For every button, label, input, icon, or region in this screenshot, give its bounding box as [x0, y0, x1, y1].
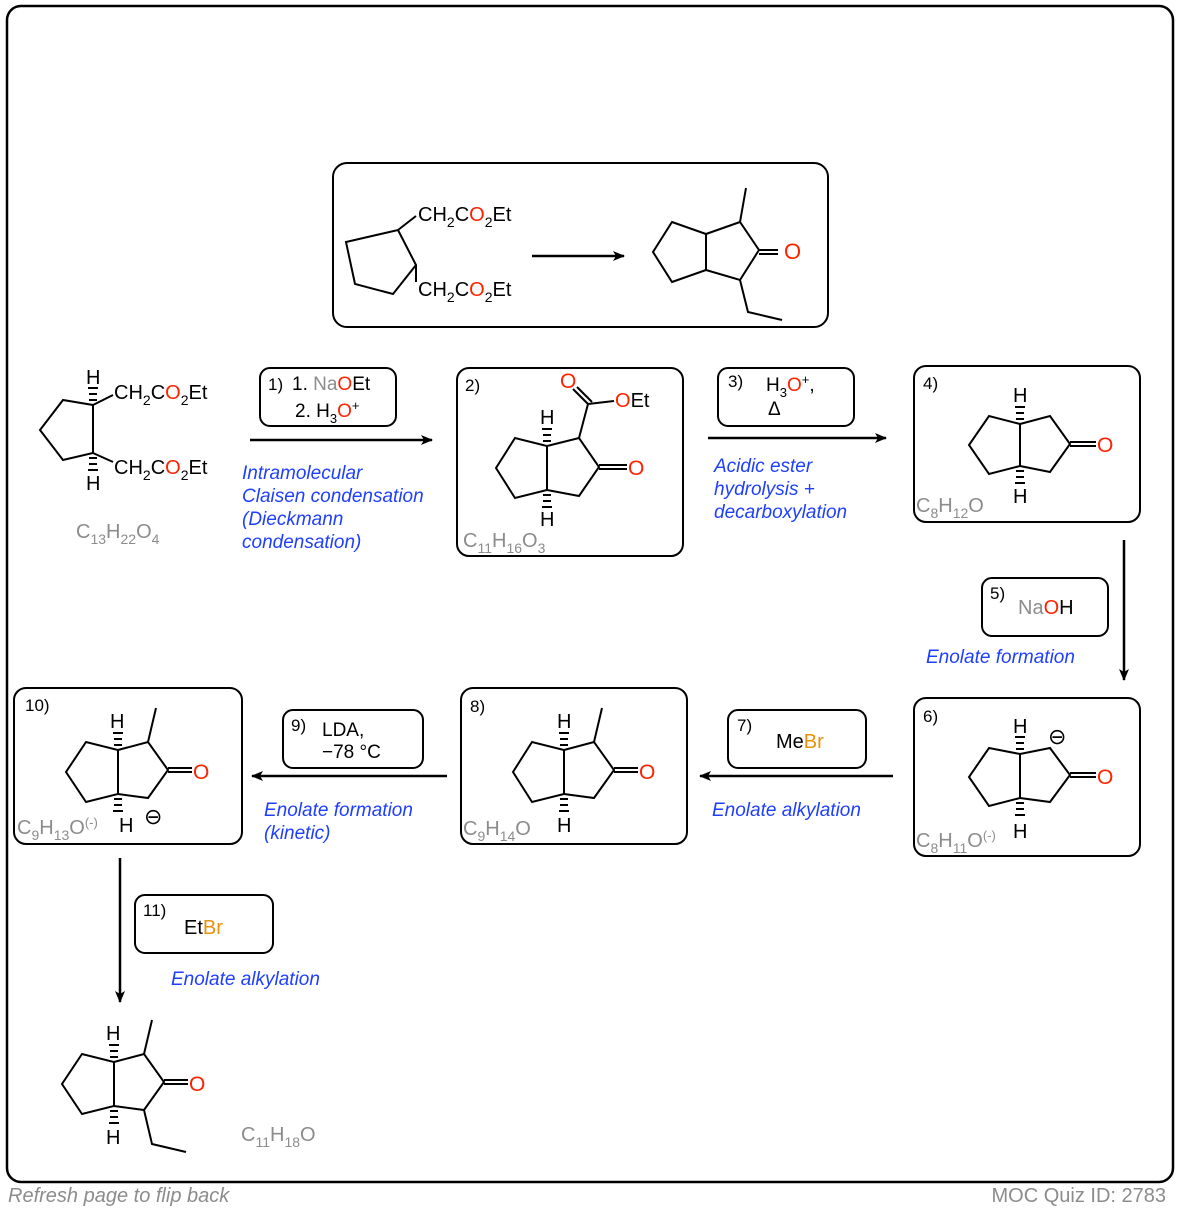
- final-formula: C11H18O: [241, 1124, 316, 1150]
- intermediate-4-label: 4): [923, 374, 938, 393]
- intermediate-10: 10) H H O ⊖ C9H13O(-): [13, 687, 243, 845]
- step-5: 5) NaOH Enolate formation: [926, 540, 1129, 681]
- final-ketone-oxygen: O: [189, 1073, 205, 1096]
- intermediate-2: 2) H H O O OEt C11H16O3: [456, 367, 684, 557]
- step-1: 1) 1. NaOEt 2. H3O+ Intramolecular Clais…: [242, 367, 433, 553]
- intermediate-4-h-bottom: H: [1013, 486, 1027, 508]
- intermediate-6-h-top: H: [1013, 716, 1027, 738]
- step-3-reagent-box: [717, 367, 855, 427]
- step-1-reagent-line2: 2. H3O+: [295, 398, 359, 426]
- step-11: 11) EtBr Enolate alkylation: [115, 858, 320, 1003]
- start-h-bottom: H: [86, 473, 100, 495]
- overview-substituent-bottom: CH2CO2Et: [418, 279, 512, 305]
- step-7-number: 7): [737, 716, 752, 735]
- overview-box: CH2CO2Et CH2CO2Et O: [332, 162, 829, 328]
- step-9-reagent-line2: −78 °C: [322, 742, 381, 763]
- intermediate-2-ester-group: OEt: [615, 390, 650, 412]
- step-5-reagent: NaOH: [1018, 597, 1074, 619]
- overview-product: [651, 187, 783, 321]
- overview-product-oxygen: O: [784, 239, 801, 264]
- flip-back-hint[interactable]: Refresh page to flip back: [8, 1185, 230, 1207]
- step-5-number: 5): [990, 584, 1005, 603]
- step-3-reagent-line1: H3O+,: [766, 372, 815, 400]
- intermediate-8-formula: C9H14O: [463, 818, 531, 844]
- intermediate-2-label: 2): [465, 376, 480, 395]
- intermediate-10-h-bottom: H: [119, 815, 133, 837]
- intermediate-10-ketone-oxygen: O: [193, 761, 209, 784]
- intermediate-6-ketone-oxygen: O: [1097, 766, 1113, 789]
- intermediate-2-h-top: H: [540, 407, 554, 429]
- start-h-top: H: [86, 367, 100, 389]
- intermediate-4: 4) H H O C8H12O: [913, 365, 1141, 523]
- intermediate-8-label: 8): [470, 697, 485, 716]
- step-5-note: Enolate formation: [926, 647, 1075, 668]
- final-h-top: H: [106, 1023, 120, 1045]
- intermediate-6: 6) H H O ⊖ C8H11O(-): [913, 697, 1141, 857]
- start-substituent-top: CH2CO2Et: [114, 382, 208, 408]
- intermediate-2-formula: C11H16O3: [463, 530, 546, 556]
- intermediate-2-ketone-oxygen: O: [628, 457, 644, 480]
- step-7-reagent: MeBr: [776, 731, 824, 753]
- intermediate-6-label: 6): [923, 707, 938, 726]
- intermediate-10-negative-charge: ⊖: [144, 804, 162, 829]
- step-7-note: Enolate alkylation: [712, 800, 861, 821]
- overview-reactant: [344, 215, 418, 296]
- step-11-note: Enolate alkylation: [171, 969, 320, 990]
- step-9-reagent-box: [282, 709, 424, 769]
- outer-frame: [5, 4, 1175, 1184]
- step-9-note: Enolate formation (kinetic): [264, 800, 418, 844]
- step-5-reagent-box: [981, 577, 1109, 637]
- step-11-reagent-box: [134, 894, 274, 954]
- intermediate-8: 8) H H O C9H14O: [460, 687, 688, 845]
- intermediate-6-negative-charge: ⊖: [1048, 724, 1066, 749]
- intermediate-2-box: [456, 367, 684, 557]
- quiz-id: MOC Quiz ID: 2783: [991, 1185, 1166, 1207]
- intermediate-4-h-top: H: [1013, 385, 1027, 407]
- step-1-note: Intramolecular Claisen condensation (Die…: [242, 463, 429, 553]
- start-substituent-bottom: CH2CO2Et: [114, 457, 208, 483]
- intermediate-6-formula: C8H11O(-): [916, 828, 996, 856]
- step-3-note: Acidic ester hydrolysis + decarboxylatio…: [713, 456, 847, 523]
- intermediate-4-ketone-oxygen: O: [1097, 434, 1113, 457]
- starting-material: H H CH2CO2Et CH2CO2Et C13H22O4: [38, 367, 208, 547]
- intermediate-10-box: [13, 687, 243, 845]
- intermediate-6-box: [913, 697, 1141, 857]
- step-9-reagent-line1: LDA,: [322, 720, 364, 741]
- step-7: 7) MeBr Enolate alkylation: [699, 709, 893, 821]
- step-9-number: 9): [291, 716, 306, 735]
- intermediate-10-label: 10): [25, 696, 50, 715]
- final-h-bottom: H: [106, 1127, 120, 1149]
- overview-substituent-top: CH2CO2Et: [418, 204, 512, 230]
- intermediate-6-h-bottom: H: [1013, 821, 1027, 843]
- intermediate-4-box: [913, 365, 1141, 523]
- intermediate-8-h-bottom: H: [557, 815, 571, 837]
- step-11-reagent: EtBr: [184, 917, 223, 939]
- intermediate-10-formula: C9H13O(-): [17, 815, 98, 843]
- start-formula: C13H22O4: [76, 521, 160, 547]
- intermediate-2-ester-carbonyl-oxygen: O: [560, 370, 576, 393]
- intermediate-8-box: [460, 687, 688, 845]
- step-1-reagent-box: [259, 367, 397, 427]
- intermediate-10-h-top: H: [110, 711, 124, 733]
- intermediate-8-h-top: H: [557, 711, 571, 733]
- final-product: H H O C11H18O: [60, 1019, 316, 1153]
- step-3: 3) H3O+, Δ Acidic ester hydrolysis + dec…: [708, 367, 887, 523]
- step-3-number: 3): [728, 372, 743, 391]
- step-3-reagent-line2: Δ: [768, 399, 781, 420]
- step-11-number: 11): [143, 901, 166, 920]
- intermediate-8-ketone-oxygen: O: [639, 761, 655, 784]
- step-9: 9) LDA, −78 °C Enolate formation (kineti…: [251, 709, 447, 844]
- step-1-number: 1): [268, 375, 283, 394]
- step-1-reagent-line1: 1. NaOEt: [292, 374, 371, 395]
- intermediate-4-formula: C8H12O: [916, 495, 984, 521]
- intermediate-2-h-bottom: H: [540, 509, 554, 531]
- step-7-reagent-box: [727, 709, 867, 769]
